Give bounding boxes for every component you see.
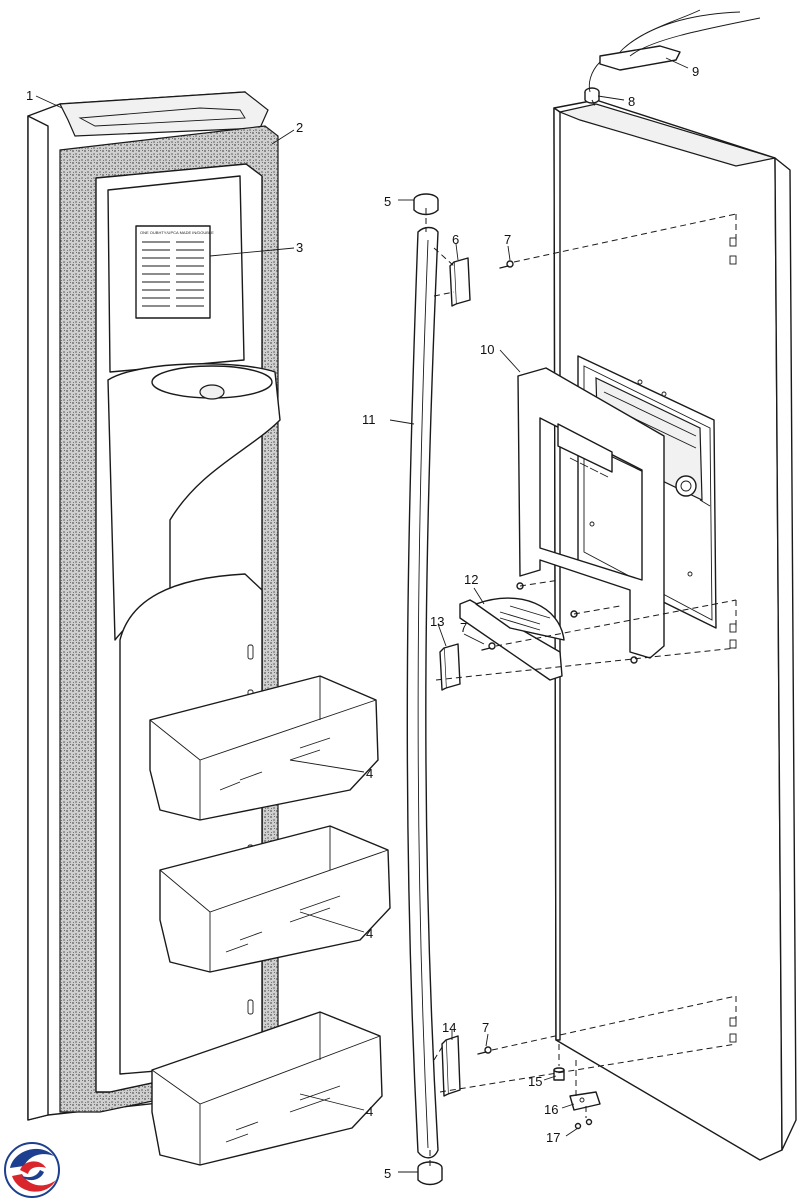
callout-12: 12: [464, 572, 478, 587]
callout-7-bottom: 7: [482, 1020, 489, 1035]
wiring-cover: [588, 9, 761, 93]
bracket-13: [439, 643, 461, 691]
dispenser-cover-frame: [516, 367, 665, 664]
callout-8: 8: [628, 94, 635, 109]
outer-door-panel: [553, 99, 797, 1161]
callout-4-middle: 4: [366, 926, 373, 941]
screw-7-bottom: [477, 1046, 492, 1055]
callout-10: 10: [480, 342, 494, 357]
bracket-14: [441, 1035, 461, 1097]
callout-2: 2: [296, 120, 303, 135]
top-hinge-bushing: [584, 87, 600, 104]
bottom-hinge-bushing: [553, 1067, 565, 1081]
door-bin-upper: [149, 675, 379, 821]
end-cap-top: [413, 193, 439, 216]
bracket-6: [449, 257, 471, 307]
callout-3: 3: [296, 240, 303, 255]
callout-5-bottom: 5: [384, 1166, 391, 1181]
callout-11: 11: [362, 412, 376, 427]
door-bin-middle: [159, 825, 391, 973]
callout-16: 16: [544, 1102, 558, 1117]
screw-7-mid: [481, 642, 496, 651]
callout-5-top: 5: [384, 194, 391, 209]
screw-7-top: [499, 260, 514, 269]
callout-1: 1: [26, 88, 33, 103]
drip-tray: [459, 597, 565, 681]
callout-15: 15: [528, 1074, 542, 1089]
bottom-hinge-plate: [569, 1091, 601, 1111]
callout-4-lower: 4: [366, 1104, 373, 1119]
handle-trim-strip: [406, 226, 439, 1159]
callout-9: 9: [692, 64, 699, 79]
leader-lines: [35, 57, 689, 1173]
info-label: ONE OUBHTY/UPCA MADE IN/DOUBLE: [135, 225, 214, 319]
callout-7-top: 7: [504, 232, 511, 247]
callout-6: 6: [452, 232, 459, 247]
hinge-screws: [574, 1118, 593, 1130]
info-label-text: ONE OUBHTY/UPCA MADE IN/DOUBLE: [140, 230, 214, 235]
assembly-lines: [425, 99, 737, 1166]
callouts: 1 2 3 4 4 4 5 5 6 7 7 7 8 9 10 11 12 13 …: [26, 64, 699, 1181]
end-cap-bottom: [417, 1161, 443, 1186]
callout-17: 17: [546, 1130, 560, 1145]
callout-7-mid: 7: [460, 620, 467, 635]
callout-4-upper: 4: [366, 766, 373, 781]
door-bin-lower: [151, 1011, 383, 1166]
callout-14: 14: [442, 1020, 456, 1035]
callout-13: 13: [430, 614, 444, 629]
brand-logo: [4, 1142, 60, 1198]
